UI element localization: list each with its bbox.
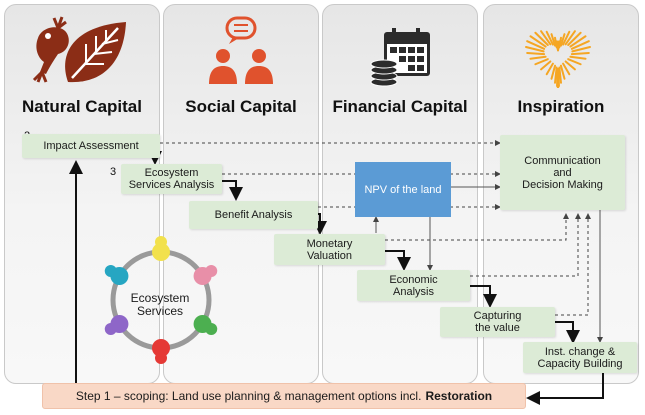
ray xyxy=(529,55,547,60)
column-title: Social Capital xyxy=(185,97,297,116)
person-body xyxy=(110,315,129,333)
ray xyxy=(558,36,562,49)
ray xyxy=(545,62,554,76)
column-social-capital: Social Capital xyxy=(163,4,319,384)
people-speech-icon xyxy=(209,16,273,84)
ray xyxy=(540,30,552,46)
column-title: Natural Capital xyxy=(22,97,142,116)
person-body xyxy=(110,267,129,285)
ray xyxy=(558,66,562,84)
inst-change-box: Inst. change & Capacity Building xyxy=(523,342,637,373)
ray xyxy=(559,33,566,47)
ray xyxy=(564,30,576,46)
person-body xyxy=(152,243,170,261)
ray xyxy=(569,55,587,60)
benefit-analysis-box: Benefit Analysis xyxy=(189,201,318,229)
person-body xyxy=(152,339,170,357)
ray xyxy=(571,46,591,53)
impact-assessment-box: Impact Assessment xyxy=(22,134,160,158)
ecosystem-services-analysis-box: Ecosystem Services Analysis xyxy=(121,164,222,194)
ray xyxy=(556,67,559,88)
economic-analysis-box: Economic Analysis xyxy=(357,270,470,301)
monetary-valuation-box: Monetary Valuation xyxy=(274,234,385,265)
person-body xyxy=(193,315,212,333)
frog-leaf-icon xyxy=(32,16,126,83)
ecosystem-services-label: Ecosystem Services xyxy=(130,291,190,318)
step-number: 3 xyxy=(110,166,117,178)
ray xyxy=(540,60,552,71)
ray xyxy=(559,64,566,80)
heart-rays-icon xyxy=(525,30,591,88)
ray xyxy=(570,40,590,50)
ray xyxy=(550,33,557,47)
step1-scoping-bar: Step 1 – scoping: Land use planning & ma… xyxy=(42,383,526,409)
ray xyxy=(569,35,587,48)
ray xyxy=(534,58,549,66)
capturing-value-box: Capturing the value xyxy=(440,307,555,337)
ray xyxy=(564,60,576,71)
ray xyxy=(529,35,547,48)
npv-box: NPV of the land xyxy=(355,162,451,217)
ray xyxy=(562,30,571,46)
ray xyxy=(534,31,549,46)
ecosystem-circle-icon xyxy=(104,236,218,364)
person-body xyxy=(193,267,212,285)
column-title: Financial Capital xyxy=(332,97,468,116)
ray xyxy=(554,66,558,84)
communication-decision-box: Communication and Decision Making xyxy=(500,135,625,210)
ray xyxy=(526,51,546,56)
calendar-coins-icon xyxy=(370,28,430,87)
column-title: Inspiration xyxy=(517,97,605,116)
people-ring xyxy=(104,236,218,364)
ray xyxy=(562,62,571,76)
ray xyxy=(525,46,545,53)
ray xyxy=(567,58,582,66)
ray xyxy=(545,30,554,46)
ray xyxy=(567,31,582,46)
ray xyxy=(550,64,557,80)
ray xyxy=(570,51,590,56)
ray xyxy=(526,40,546,50)
